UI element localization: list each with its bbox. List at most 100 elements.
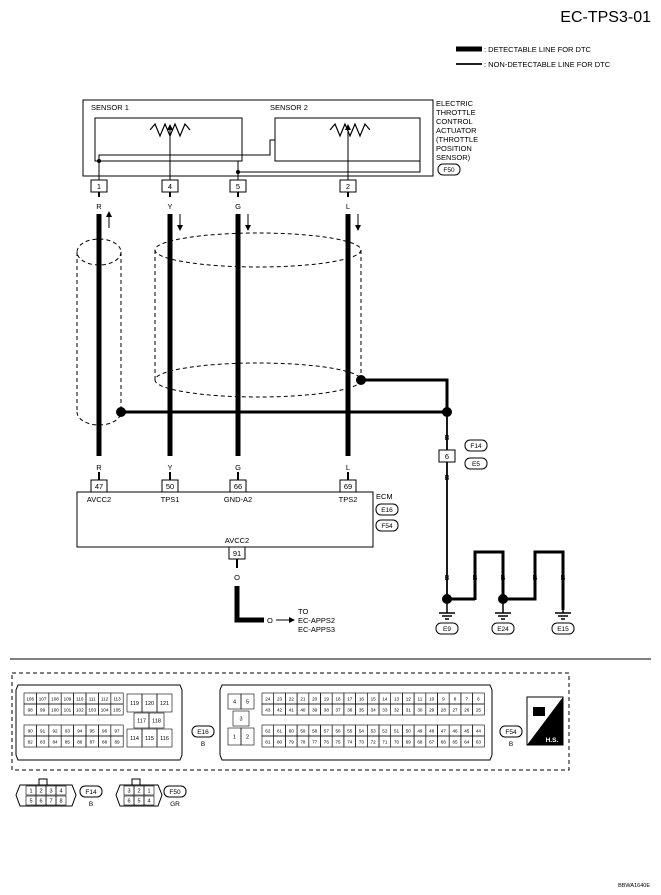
f54-pin-19: 19 bbox=[324, 697, 330, 702]
f54-pin-44: 44 bbox=[476, 729, 482, 734]
pin-2: 2 bbox=[346, 182, 350, 191]
f54-pin-4: 4 bbox=[233, 700, 236, 706]
f54-pin-7: 7 bbox=[465, 697, 468, 702]
legend-non-detectable: : NON-DETECTABLE LINE FOR DTC bbox=[484, 60, 611, 69]
f54-pin-23: 23 bbox=[277, 697, 283, 702]
f54-pin-3-cell bbox=[232, 710, 250, 727]
f54-pin-72: 72 bbox=[371, 740, 377, 745]
f54-pin-30: 30 bbox=[417, 708, 423, 713]
f54-pin-70: 70 bbox=[394, 740, 400, 745]
f54-pin-11: 11 bbox=[418, 697, 423, 702]
shield-wire-color: B bbox=[444, 433, 449, 442]
ecm-pin-47: 47 bbox=[95, 482, 103, 491]
f54-color: B bbox=[509, 741, 513, 748]
e16-pin-112: 112 bbox=[101, 697, 109, 702]
f14-pin-8-cell bbox=[55, 795, 67, 806]
f54-pin-22: 22 bbox=[289, 697, 295, 702]
f54-pin-15: 15 bbox=[371, 697, 377, 702]
e16-pin-121: 121 bbox=[160, 701, 169, 707]
f54-pin-49: 49 bbox=[417, 729, 423, 734]
ground-e9: E9 bbox=[443, 626, 451, 633]
f54-pin-24: 24 bbox=[265, 697, 271, 702]
e16-pin-110: 110 bbox=[76, 697, 84, 702]
f50-pin-4: 4 bbox=[147, 799, 150, 805]
f54-pin-74: 74 bbox=[347, 740, 353, 745]
f54-pin-34: 34 bbox=[371, 708, 377, 713]
e16-pin-111: 111 bbox=[89, 697, 96, 702]
f54-pin-73: 73 bbox=[359, 740, 365, 745]
f50-pin-6: 6 bbox=[127, 799, 130, 805]
ecm-box: 47 50 66 69 AVCC2 TPS1 GND-A2 TPS2 AVCC2… bbox=[76, 479, 399, 634]
signal-wires: R Y G L R Y G L bbox=[96, 192, 361, 480]
f54-pin-76: 76 bbox=[324, 740, 330, 745]
f54-pin-64: 64 bbox=[464, 740, 470, 745]
e16-pin-105: 105 bbox=[113, 708, 121, 713]
pin-4: 4 bbox=[168, 182, 172, 191]
f54-pin-53: 53 bbox=[371, 729, 377, 734]
pin-5: 5 bbox=[236, 182, 240, 191]
f54-pin-8: 8 bbox=[454, 697, 457, 702]
f54-pin-62: 62 bbox=[265, 729, 271, 734]
f14-color: B bbox=[89, 801, 93, 808]
f54-pin-47: 47 bbox=[441, 729, 447, 734]
actuator-title-1: ELECTRIC bbox=[436, 99, 474, 108]
f14-pin-8: 8 bbox=[59, 799, 62, 805]
f54-pin-25: 25 bbox=[476, 708, 482, 713]
f54-pin-60: 60 bbox=[289, 729, 295, 734]
ecm-term-tps2: TPS2 bbox=[339, 495, 358, 504]
joint-pin: 6 bbox=[445, 452, 449, 461]
e16-pin-92: 92 bbox=[52, 729, 58, 734]
e16-pin-104: 104 bbox=[101, 708, 109, 713]
f54-pin-46: 46 bbox=[452, 729, 458, 734]
e16-pin-117: 117 bbox=[137, 719, 146, 725]
f54-pin-78: 78 bbox=[300, 740, 306, 745]
f54-pin-9: 9 bbox=[442, 697, 445, 702]
f54-pin-2: 2 bbox=[246, 735, 249, 741]
e16-color: B bbox=[201, 741, 205, 748]
f14-pin-4-cell bbox=[55, 785, 67, 796]
sensor2-label: SENSOR 2 bbox=[270, 103, 308, 112]
e16-pin-84: 84 bbox=[52, 740, 58, 745]
e16-pin-116: 116 bbox=[160, 736, 169, 742]
pin-1: 1 bbox=[97, 182, 101, 191]
f50-pin-5: 5 bbox=[137, 799, 140, 805]
f54-pin-79: 79 bbox=[289, 740, 295, 745]
ground-wire-color-4: B bbox=[500, 573, 505, 582]
ground-wire-color-6: B bbox=[560, 573, 565, 582]
wire-color-g-top: G bbox=[235, 202, 241, 211]
actuator-title-7: SENSOR) bbox=[436, 153, 471, 162]
legend: : DETECTABLE LINE FOR DTC : NON-DETECTAB… bbox=[456, 45, 611, 69]
e16-pin-102: 102 bbox=[76, 708, 84, 713]
f50-pin-1: 1 bbox=[147, 789, 150, 795]
f54-pin-33: 33 bbox=[382, 708, 388, 713]
throttle-actuator: SENSOR 1 SENSOR 2 ELECTRIC THROTTLE CONT… bbox=[82, 99, 478, 180]
f54-pin-65: 65 bbox=[452, 740, 458, 745]
e16-pin-118: 118 bbox=[152, 719, 161, 725]
f54-pin-51: 51 bbox=[394, 729, 400, 734]
wire-color-l-bottom: L bbox=[346, 463, 350, 472]
f54-pin-1: 1 bbox=[233, 735, 236, 741]
f54-pin-55: 55 bbox=[347, 729, 353, 734]
e16-pin-83: 83 bbox=[40, 740, 46, 745]
ecm-pin-66: 66 bbox=[234, 482, 242, 491]
e16-pin-87: 87 bbox=[90, 740, 96, 745]
f14-pin-7: 7 bbox=[49, 799, 52, 805]
f54-pin-57: 57 bbox=[324, 729, 330, 734]
to-label: TO bbox=[298, 607, 308, 616]
wire-color-y-top: Y bbox=[167, 202, 172, 211]
f54-pin-41: 41 bbox=[289, 708, 295, 713]
grounds: B E9 B B E24 B B E15 bbox=[435, 550, 575, 635]
f50-label: F50 bbox=[169, 789, 181, 796]
f54-pin-16: 16 bbox=[359, 697, 365, 702]
f54-pin-50: 50 bbox=[406, 729, 412, 734]
f14-pin-5: 5 bbox=[29, 799, 32, 805]
f14-pin-3: 3 bbox=[49, 789, 52, 795]
e16-pin-107: 107 bbox=[39, 697, 47, 702]
f14-label: F14 bbox=[85, 789, 97, 796]
f54-pin-58: 58 bbox=[312, 729, 318, 734]
f54-pin-63: 63 bbox=[476, 740, 482, 745]
f54-pin-80: 80 bbox=[277, 740, 283, 745]
f54-pin-3: 3 bbox=[239, 717, 242, 723]
f54-pin-77: 77 bbox=[312, 740, 318, 745]
